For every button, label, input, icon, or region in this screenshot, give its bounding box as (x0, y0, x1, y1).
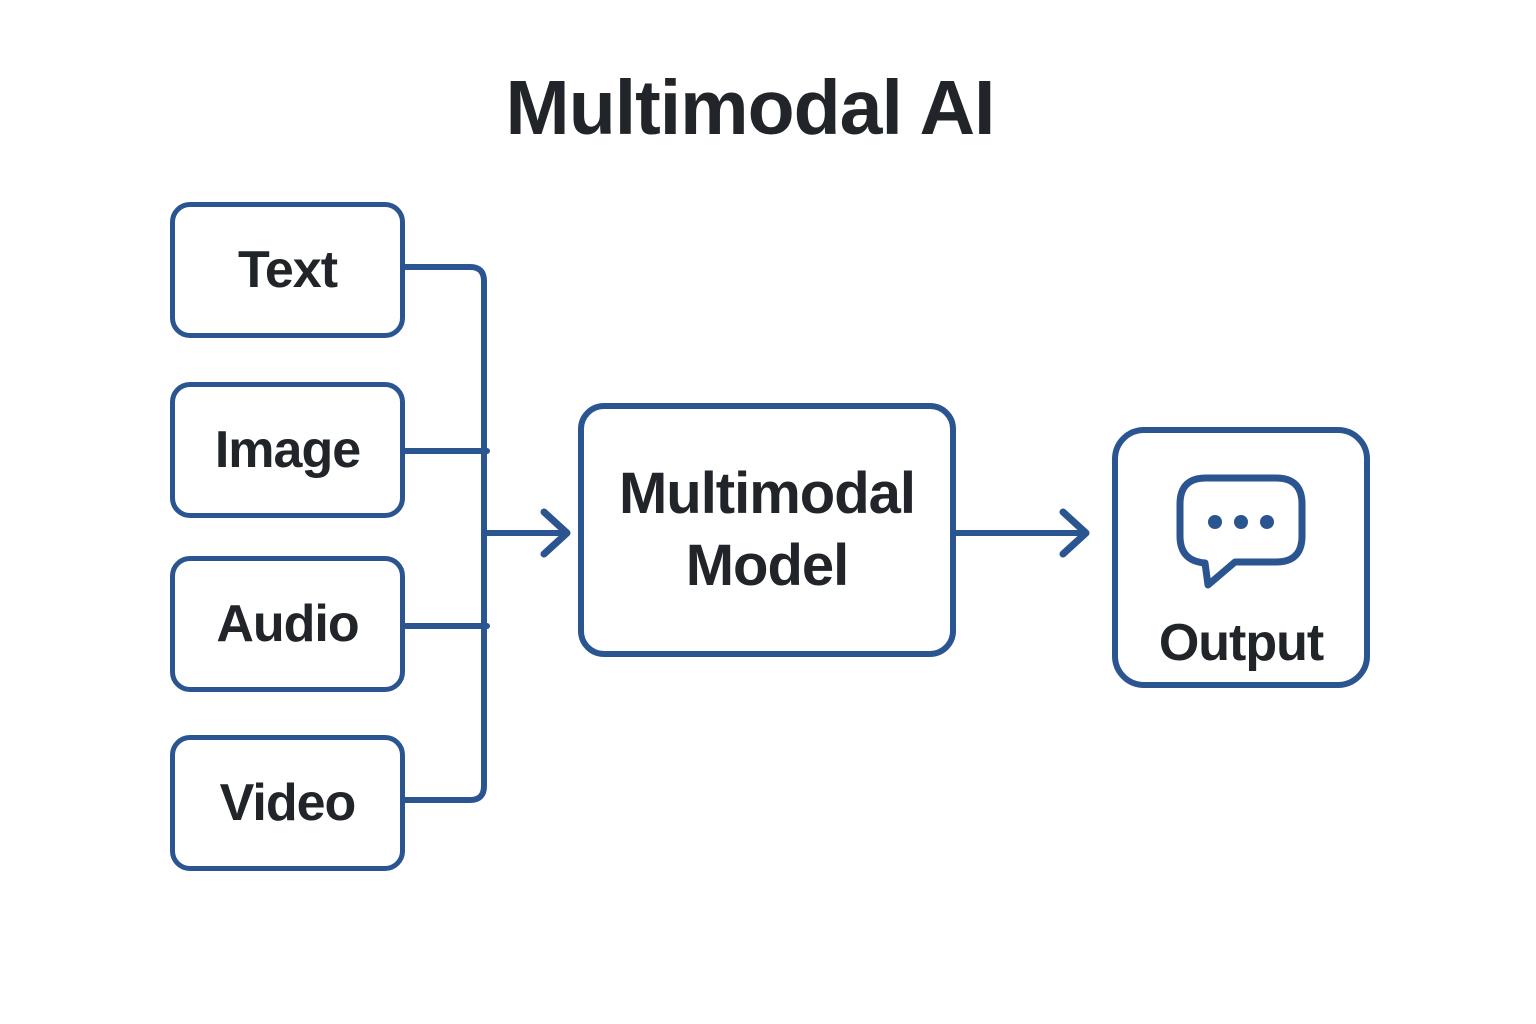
node-video-label: Video (219, 774, 357, 832)
node-text: Text (170, 202, 405, 338)
node-image-label: Image (214, 421, 361, 479)
node-output-label: Output (1158, 614, 1324, 672)
node-video: Video (170, 735, 405, 871)
speech-bubble-ellipsis-icon (1176, 474, 1306, 589)
node-image: Image (170, 382, 405, 518)
node-multimodal-model: Multimodal Model (578, 403, 956, 657)
arrow-inputs-to-model-head (540, 508, 571, 558)
connector-text-trunk-video (402, 264, 487, 803)
node-audio-label: Audio (216, 595, 359, 653)
arrow-model-to-output-head (1059, 508, 1090, 558)
model-label-line1: Multimodal (618, 461, 916, 526)
node-output: Output (1112, 427, 1370, 688)
model-label-line2: Model (685, 533, 850, 598)
diagram-title: Multimodal AI (505, 65, 996, 151)
node-text-label: Text (237, 241, 338, 299)
node-audio: Audio (170, 556, 405, 692)
